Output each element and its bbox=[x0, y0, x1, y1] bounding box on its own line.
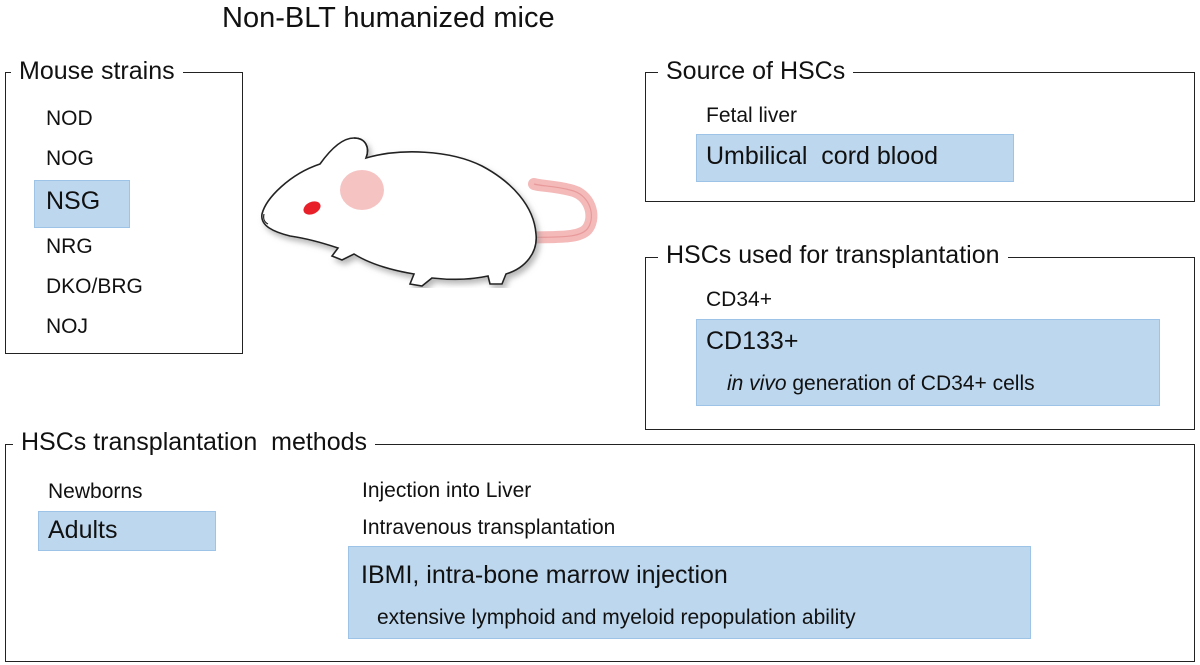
recipient-item-highlighted: Adults bbox=[48, 516, 118, 544]
mouse-ear bbox=[340, 170, 384, 210]
route-item-highlighted: IBMI, intra-bone marrow injection bbox=[361, 561, 728, 589]
ibmi-note: extensive lymphoid and myeloid repopulat… bbox=[377, 606, 856, 629]
methods-heading: HSCs transplantation methods bbox=[13, 427, 376, 457]
cd133-note-rest: generation of CD34+ cells bbox=[792, 372, 1035, 395]
cd133-note-italic: in vivo bbox=[727, 372, 787, 395]
strain-item-highlighted: NSG bbox=[46, 187, 101, 215]
cd133-highlight bbox=[696, 319, 1160, 406]
mouse-tail bbox=[516, 178, 598, 244]
strain-item: NOJ bbox=[46, 315, 88, 338]
ibmi-highlight bbox=[348, 546, 1031, 639]
strain-item: NOG bbox=[46, 147, 94, 170]
source-item-highlighted: Umbilical cord blood bbox=[706, 142, 939, 170]
route-item: Injection into Liver bbox=[362, 479, 532, 502]
source-of-hscs-heading: Source of HSCs bbox=[658, 56, 854, 86]
mouse-body bbox=[261, 137, 537, 287]
diagram-title: Non-BLT humanized mice bbox=[222, 2, 555, 34]
strain-item: NRG bbox=[46, 235, 93, 258]
cd133-note: in vivo generation of CD34+ cells bbox=[727, 371, 1035, 397]
mouse-strains-heading: Mouse strains bbox=[11, 56, 183, 86]
adults-highlight bbox=[38, 511, 216, 551]
hsc-item: CD34+ bbox=[706, 288, 772, 311]
strain-item: NOD bbox=[46, 107, 93, 130]
mouse-illustration bbox=[261, 137, 598, 287]
strain-item: DKO/BRG bbox=[46, 275, 143, 298]
source-item: Fetal liver bbox=[706, 104, 798, 127]
route-item: Intravenous transplantation bbox=[362, 516, 616, 539]
recipient-item: Newborns bbox=[48, 480, 143, 503]
hsc-item-highlighted: CD133+ bbox=[706, 327, 799, 355]
hscs-used-heading: HSCs used for transplantation bbox=[658, 240, 1008, 270]
nsg-highlight bbox=[34, 180, 130, 228]
umbilical-cord-blood-highlight bbox=[696, 134, 1014, 182]
mouse-eye bbox=[303, 201, 321, 215]
